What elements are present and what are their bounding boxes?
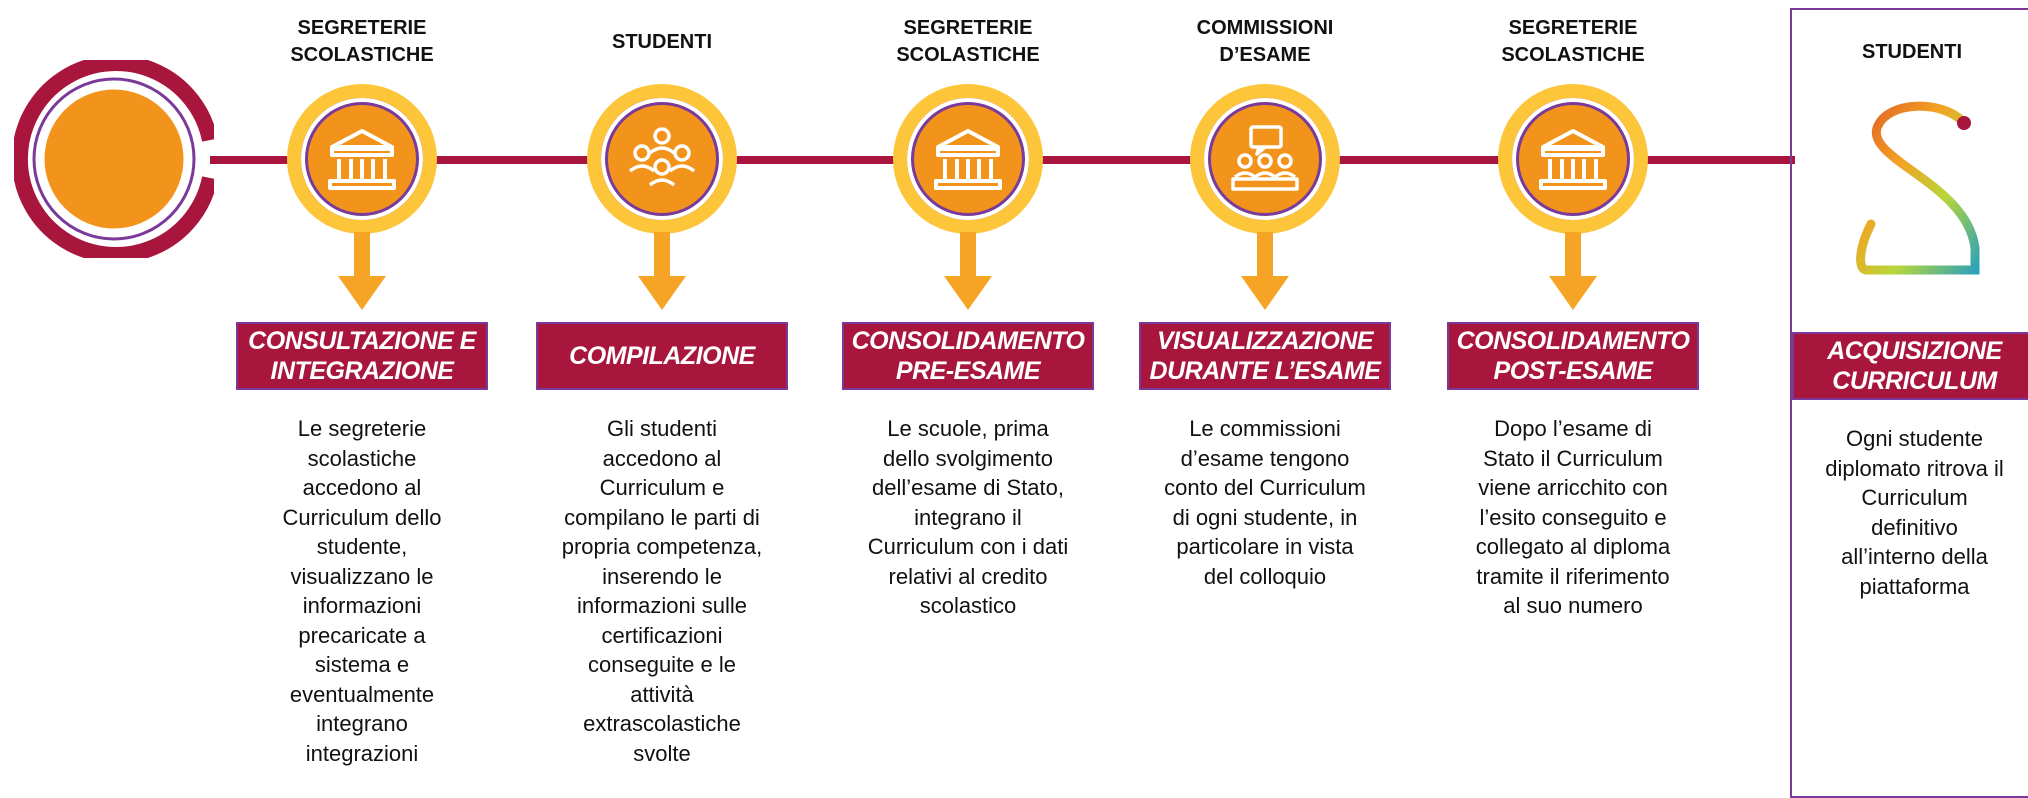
final-actor: STUDENTI [1862, 40, 1962, 63]
step-title: CONSOLIDAMENTO PRE-ESAME [842, 322, 1094, 390]
building-icon [1539, 129, 1607, 190]
down-arrow-icon [1241, 232, 1289, 310]
step-actor: SEGRETERIE SCOLASTICHE [1501, 17, 1645, 66]
step-node [1190, 84, 1340, 234]
curriculum-s-logo-icon [1856, 101, 1980, 275]
step-description: Dopo l’esame di Stato il Curriculum vien… [1475, 416, 1671, 618]
step-visualizzazione: COMMISSIONI D’ESAME VISUALIZZAZIONE DURA… [1135, 0, 1395, 783]
step-node [287, 84, 437, 234]
step-title: VISUALIZZAZIONE DURANTE L’ESAME [1139, 322, 1391, 390]
step-description: Le segreterie scolastiche accedono al Cu… [282, 416, 442, 766]
step-actor: STUDENTI [612, 30, 712, 53]
students-group-icon [628, 127, 696, 187]
step-description: Le commissioni d’esame tengono conto del… [1164, 416, 1366, 589]
down-arrow-icon [1549, 232, 1597, 310]
step-actor: SEGRETERIE SCOLASTICHE [290, 17, 434, 66]
step-node [587, 84, 737, 234]
start-circle-icon [14, 60, 214, 258]
final-step-panel: STUDENTI ACQUISIZIONE CURRICULUM Ogni st… [1790, 8, 2028, 798]
step-title: CONSOLIDAMENTO POST-ESAME [1447, 322, 1699, 390]
down-arrow-icon [638, 232, 686, 310]
final-description: Ogni studente diplomato ritrova il Curri… [1825, 426, 2004, 599]
step-node [893, 84, 1043, 234]
step-consolidamento-pre-esame: SEGRETERIE SCOLASTICHE CONSOLIDAMENTO PR… [838, 0, 1098, 783]
step-actor: SEGRETERIE SCOLASTICHE [896, 17, 1040, 66]
step-description: Le scuole, prima dello svolgimento dell’… [867, 416, 1069, 618]
step-consultazione: SEGRETERIE SCOLASTICHE CONSULTAZIONE E I… [232, 0, 492, 783]
step-title: COMPILAZIONE [536, 322, 788, 390]
step-actor: COMMISSIONI D’ESAME [1196, 17, 1334, 66]
final-title: ACQUISIZIONE CURRICULUM [1792, 332, 2028, 400]
commission-icon [1231, 125, 1299, 191]
step-compilazione: STUDENTI COMPILAZIONE Gli studenti acced… [532, 0, 792, 783]
down-arrow-icon [338, 232, 386, 310]
building-icon [934, 129, 1002, 190]
step-node [1498, 84, 1648, 234]
step-title: CONSULTAZIONE E INTEGRAZIONE [236, 322, 488, 390]
down-arrow-icon [944, 232, 992, 310]
step-description: Gli studenti accedono al Curriculum e co… [561, 416, 763, 766]
step-consolidamento-post-esame: SEGRETERIE SCOLASTICHE CONSOLIDAMENTO PO… [1443, 0, 1703, 783]
building-icon [328, 129, 396, 190]
